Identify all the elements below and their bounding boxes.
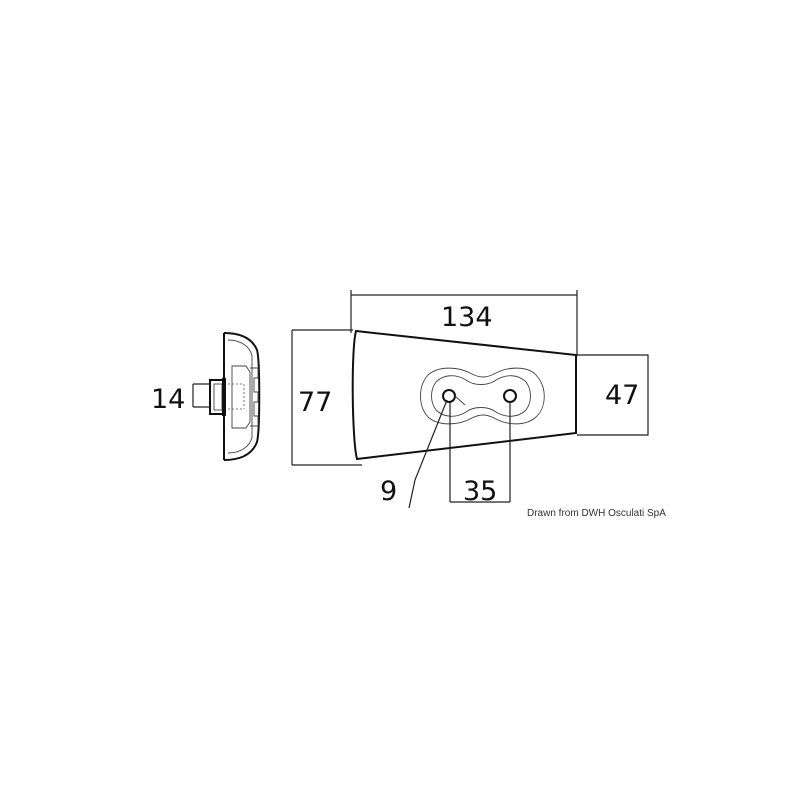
dimension-label-9: 9 bbox=[380, 476, 397, 507]
anode-plan-view bbox=[351, 329, 577, 461]
dimension-label-14: 14 bbox=[151, 384, 185, 415]
credit-text: Drawn from DWH Osculati SpA bbox=[527, 508, 666, 519]
bolt-hole-left bbox=[442, 389, 456, 403]
dimension-47: 47 bbox=[577, 354, 649, 436]
dimension-77: 77 bbox=[291, 329, 362, 466]
dimension-label-134: 134 bbox=[441, 302, 493, 333]
dimension-14: 14 bbox=[151, 383, 210, 415]
dimension-label-77: 77 bbox=[298, 387, 332, 418]
dimension-134: 134 bbox=[350, 290, 578, 356]
dimension-35: 35 bbox=[449, 402, 511, 507]
dimension-9: 9 bbox=[380, 399, 448, 509]
side-view bbox=[209, 332, 261, 461]
dimension-label-47: 47 bbox=[605, 380, 639, 411]
bolt-hole-right bbox=[503, 389, 517, 403]
dimension-label-35: 35 bbox=[463, 476, 497, 507]
